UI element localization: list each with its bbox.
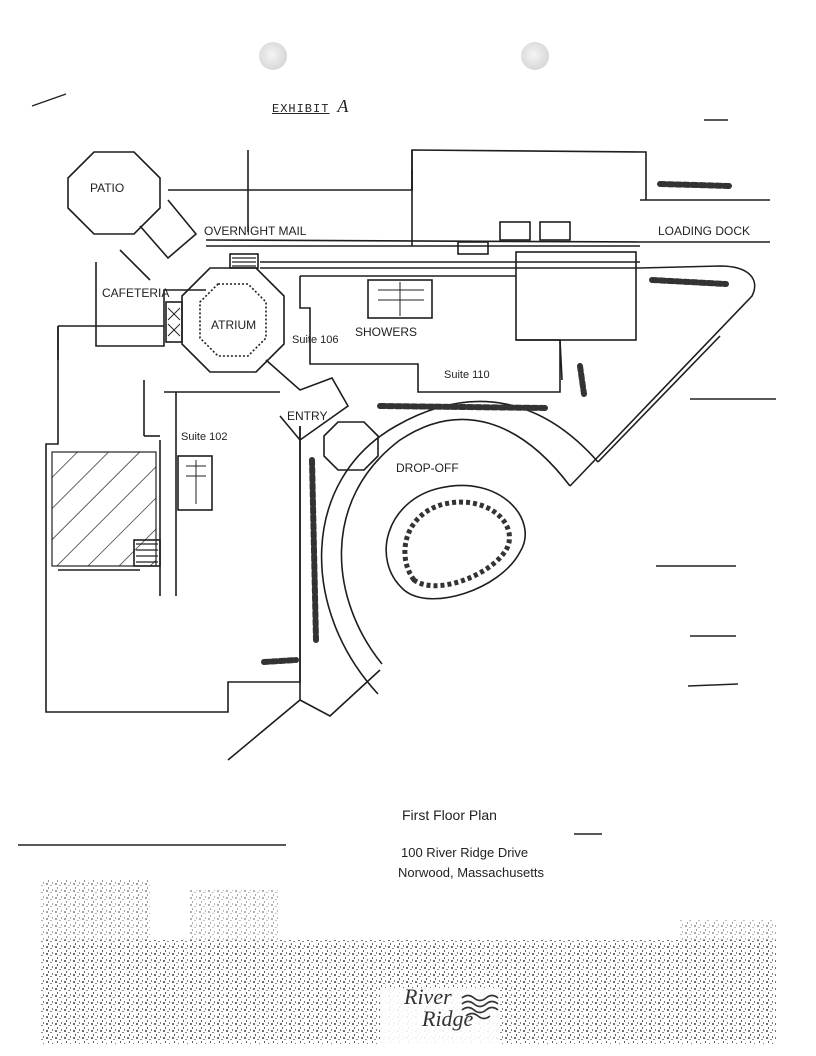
scan-noise-band — [40, 880, 776, 1044]
hatched-area — [51, 451, 157, 567]
label-showers: SHOWERS — [355, 325, 418, 339]
punch-hole-right — [521, 42, 549, 70]
island-shrubs — [402, 499, 512, 589]
scan-marks — [18, 93, 776, 846]
plan-title: First Floor Plan — [402, 807, 497, 823]
river-ridge-logo: River Ridge — [396, 984, 506, 1044]
shrub-rows — [261, 181, 733, 665]
logo-word-ridge: Ridge — [422, 1006, 474, 1031]
label-cafeteria: CAFETERIA — [102, 286, 170, 300]
logo-word-river: River — [404, 984, 452, 1009]
label-suite-102: Suite 102 — [181, 431, 228, 443]
label-entry: ENTRY — [287, 409, 328, 423]
label-suite-110: Suite 110 — [444, 369, 490, 381]
exhibit-letter: A — [337, 96, 350, 116]
label-atrium: ATRIUM — [211, 318, 257, 332]
building-outline — [45, 149, 770, 761]
exhibit-heading: EXHIBIT A — [272, 96, 349, 117]
logo-waves-icon — [461, 994, 499, 1020]
label-patio: PATIO — [90, 181, 125, 195]
label-loading-dock: LOADING DOCK — [658, 224, 751, 238]
punch-hole-left — [259, 42, 287, 70]
exhibit-label: EXHIBIT — [272, 102, 330, 116]
label-suite-106: Suite 106 — [292, 334, 339, 346]
label-drop-off: DROP-OFF — [396, 461, 459, 475]
address-line-1: 100 River Ridge Drive — [401, 845, 529, 860]
label-overnight-mail: OVERNIGHT MAIL — [204, 224, 307, 238]
drop-off-island — [385, 484, 526, 600]
drive-road — [320, 265, 756, 695]
address-line-2: Norwood, Massachusetts — [398, 865, 544, 880]
fixture-details — [136, 257, 424, 563]
